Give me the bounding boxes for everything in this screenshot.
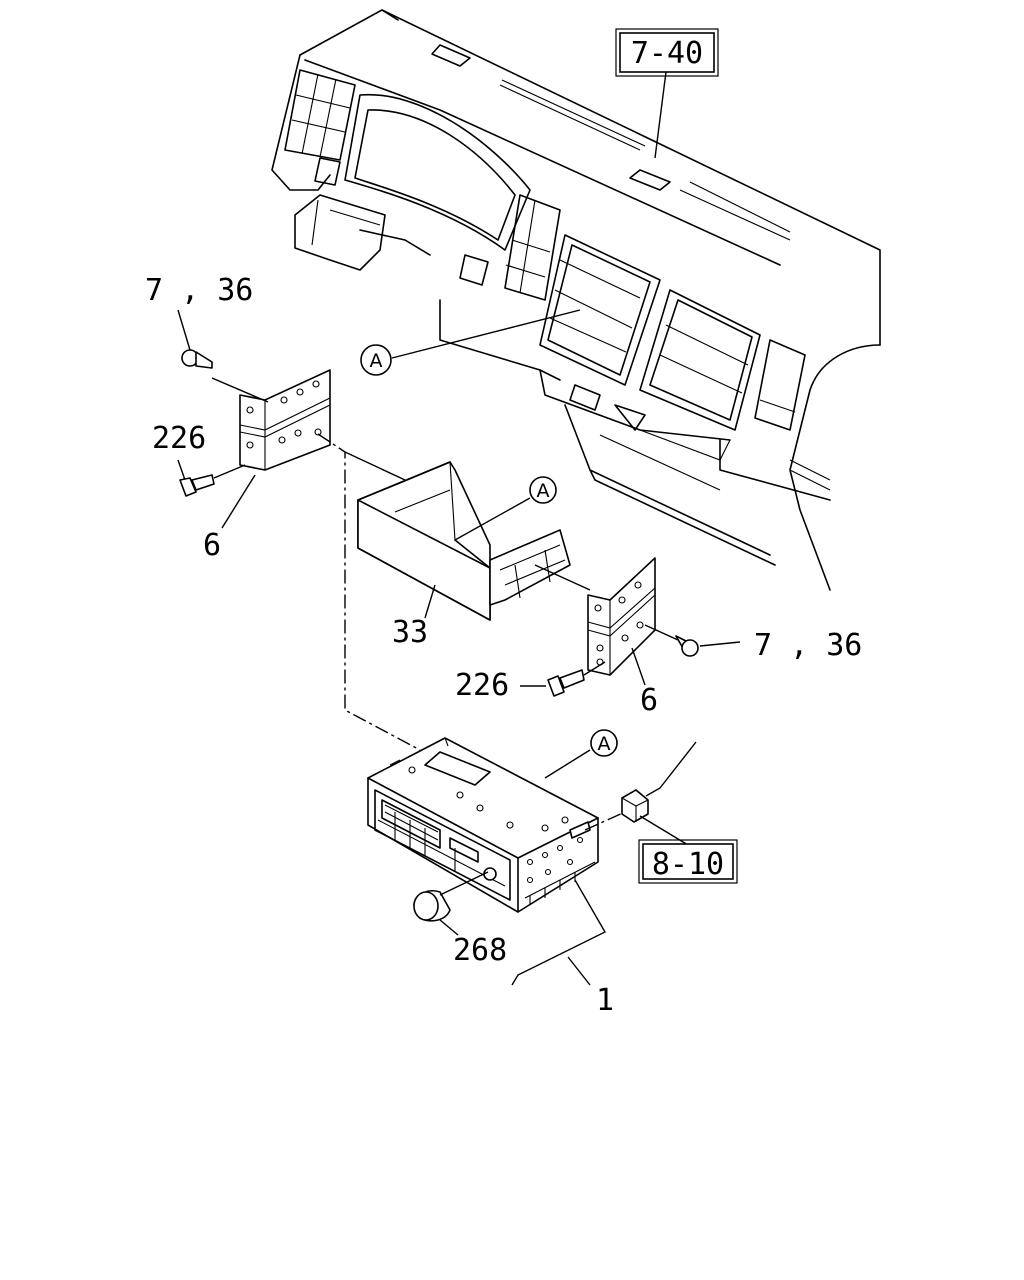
label-radio-assembly: 1 xyxy=(596,983,614,1018)
bolt-left xyxy=(177,459,246,497)
marker-a-dashboard: A xyxy=(360,309,581,376)
label-bracket-right: 6 xyxy=(640,683,658,718)
ref-dashboard-label: 7-40 xyxy=(631,36,703,71)
bolt-right xyxy=(520,661,606,697)
marker-a-dashboard-text: A xyxy=(370,350,383,372)
label-bolt-right: 226 xyxy=(455,668,509,703)
marker-a-pocket-text: A xyxy=(537,480,550,502)
pocket-33 xyxy=(357,461,591,621)
radio-unit xyxy=(367,737,599,913)
label-screw-right: 7 , 36 xyxy=(754,628,862,663)
label-knob: 268 xyxy=(453,933,507,968)
dashboard-panel xyxy=(271,9,881,591)
pocket-leader xyxy=(424,584,436,619)
marker-a-radio: A xyxy=(544,729,618,779)
assembly-bracket-1 xyxy=(511,879,606,986)
ref-dashboard-leader xyxy=(654,71,667,159)
ref-harness-label: 8-10 xyxy=(652,847,724,882)
label-bolt-left: 226 xyxy=(152,421,206,456)
marker-a-pocket: A xyxy=(454,476,557,541)
screw-right xyxy=(644,624,741,657)
marker-a-radio-text: A xyxy=(598,733,611,755)
screw-top-left xyxy=(177,309,269,403)
bracket-left-leader xyxy=(221,474,256,529)
bracket-right xyxy=(587,557,656,676)
knob-268 xyxy=(413,871,489,936)
ref-box-harness: 8-10 xyxy=(638,839,738,884)
connector-plug xyxy=(584,741,697,846)
assembly-leader-line xyxy=(317,433,421,751)
label-screw-top: 7 , 36 xyxy=(145,273,253,308)
label-bracket-left: 6 xyxy=(203,528,221,563)
bracket-left xyxy=(239,369,331,471)
label-pocket: 33 xyxy=(392,615,428,650)
ref-box-dashboard: 7-40 xyxy=(615,28,719,77)
bracket-right-leader xyxy=(631,647,646,686)
